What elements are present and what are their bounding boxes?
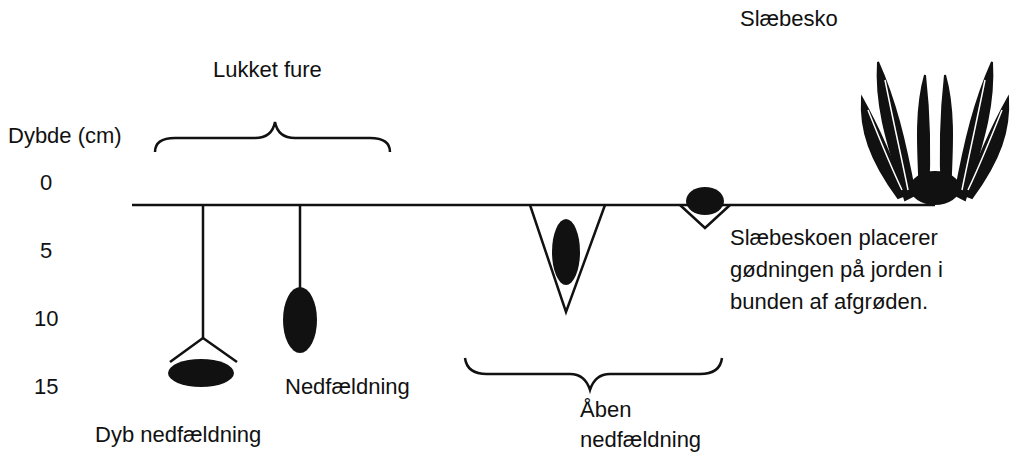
- device-label: Slæbesko: [740, 4, 838, 34]
- depth-tick: 15: [34, 372, 58, 402]
- group-label: Lukket fure: [213, 55, 322, 85]
- brace: [465, 358, 722, 390]
- manure-deposit: [686, 187, 724, 215]
- manure-deposit: [552, 219, 580, 285]
- injector-wings: [170, 338, 237, 362]
- depth-tick: 5: [40, 236, 52, 266]
- depth-tick: 10: [34, 304, 58, 334]
- manure-deposit: [283, 287, 317, 353]
- group-label: Åben nedfældning: [580, 395, 710, 455]
- soil-surface: [132, 204, 935, 207]
- method-label: Dyb nedfældning: [95, 420, 261, 450]
- depth-tick: 0: [40, 168, 52, 198]
- manure-band: [910, 171, 960, 205]
- injector-tine: [299, 205, 302, 290]
- open-slot: [530, 205, 605, 312]
- note-text: Slæbeskoen placerer gødningen på jorden …: [730, 222, 1022, 318]
- injector-tine: [202, 205, 205, 338]
- manure-deposit: [168, 359, 234, 387]
- method-label: Nedfældning: [285, 372, 410, 402]
- axis-title: Dybde (cm): [8, 121, 122, 151]
- brace: [155, 122, 390, 152]
